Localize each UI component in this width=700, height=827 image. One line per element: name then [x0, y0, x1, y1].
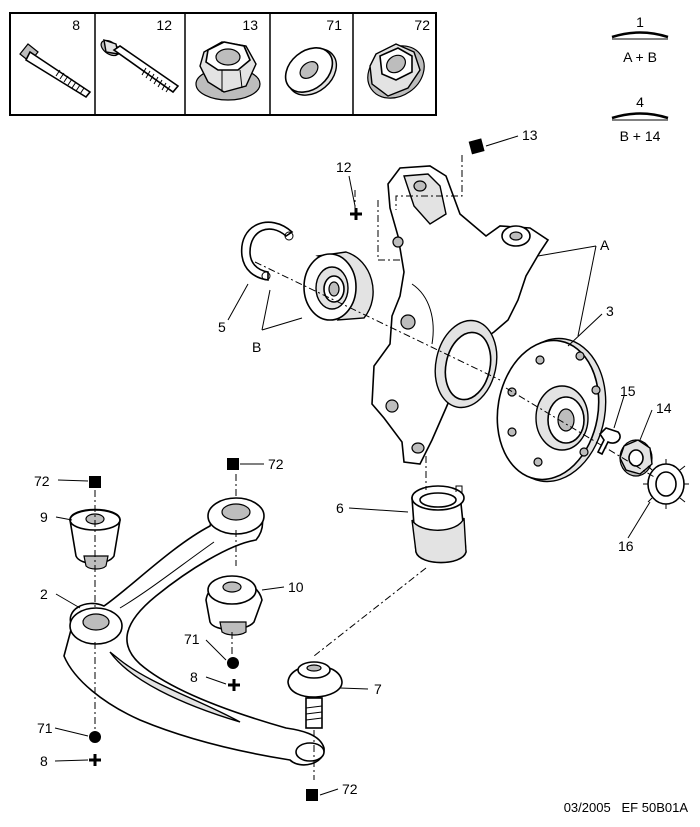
callout-9: 9 [40, 509, 48, 525]
callout-6: 6 [336, 500, 344, 516]
callout-72-front: 72 [268, 456, 284, 472]
ball-joint-protector [411, 485, 467, 564]
callout-15: 15 [620, 383, 636, 399]
callout-71-rear: 71 [37, 720, 53, 736]
bolt-icon [19, 43, 92, 99]
lower-wishbone [63, 497, 325, 766]
steering-knuckle [371, 165, 550, 465]
split-pin [596, 427, 621, 456]
torque-key-1: 1 [636, 14, 644, 30]
square-marker-icon [227, 458, 239, 470]
callout-10: 10 [288, 579, 304, 595]
flanged-bolt-icon [100, 38, 180, 94]
hardware-ref-13: 13 [242, 17, 258, 33]
square-marker-icon [468, 138, 485, 155]
leader-lines [54, 135, 653, 796]
hardware-ref-8: 8 [72, 17, 80, 33]
callout-B: B [252, 339, 261, 355]
drawing-reference: 03/2005 EF 50B01A [564, 800, 689, 815]
callout-14: 14 [656, 400, 672, 416]
wheel-bearing [303, 251, 374, 321]
circlip [241, 221, 294, 281]
callout-72-balljoint: 72 [342, 781, 358, 797]
dot-marker-icon [89, 731, 101, 743]
flanged-nut-icon [367, 43, 425, 99]
torque-markers [89, 138, 485, 801]
hardware-ref-72: 72 [414, 17, 430, 33]
square-marker-icon [306, 789, 318, 801]
callout-71-front: 71 [184, 631, 200, 647]
callout-72-rear: 72 [34, 473, 50, 489]
callout-8-front: 8 [190, 669, 198, 685]
callout-13: 13 [522, 127, 538, 143]
torque-entry-1: 1 A + B [611, 14, 669, 65]
plus-marker-icon [89, 679, 240, 766]
nut-lock-cage [643, 459, 689, 509]
hex-nut-icon [195, 41, 261, 101]
callout-2: 2 [40, 586, 48, 602]
ball-joint [287, 661, 343, 729]
torque-formula-1: A + B [623, 49, 657, 65]
callout-16: 16 [618, 538, 634, 554]
wheel-hub [496, 337, 607, 483]
hardware-ref-12: 12 [156, 17, 172, 33]
washer-icon [284, 47, 338, 96]
callout-12: 12 [336, 159, 352, 175]
front-bushing [205, 575, 263, 636]
hardware-ref-71: 71 [326, 17, 342, 33]
square-marker-icon [89, 476, 101, 488]
callout-labels: A B 3 5 12 13 15 14 16 6 72 72 9 2 10 71… [34, 127, 672, 797]
torque-entry-4: 4 B + 14 [611, 94, 669, 144]
torque-legend: 1 A + B 4 B + 14 [611, 14, 669, 144]
callout-8-rear: 8 [40, 753, 48, 769]
callout-A: A [600, 237, 610, 253]
torque-key-4: 4 [636, 94, 644, 110]
hub-nut [619, 439, 653, 477]
callout-3: 3 [606, 303, 614, 319]
dot-marker-icon [227, 657, 239, 669]
callout-5: 5 [218, 319, 226, 335]
callout-7: 7 [374, 681, 382, 697]
assembly-axis-lines [94, 155, 657, 780]
hardware-box: 8 12 13 71 72 [9, 12, 437, 116]
torque-formula-4: B + 14 [620, 128, 661, 144]
plus-marker-icon [350, 208, 362, 220]
